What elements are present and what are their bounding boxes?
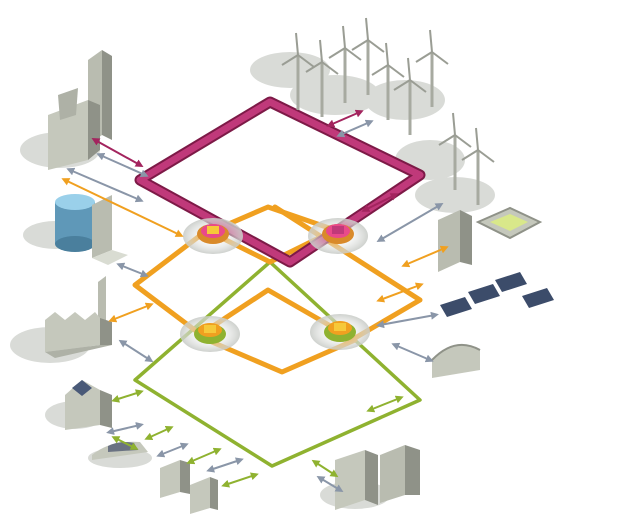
bidirectional-arrow-icon	[210, 460, 240, 470]
bidirectional-arrow-icon	[370, 398, 400, 410]
bidirectional-arrow-icon	[225, 475, 255, 485]
bidirectional-arrow-icon	[115, 392, 140, 400]
office-building-icon	[335, 445, 420, 510]
bidirectional-arrow-icon	[95, 140, 140, 165]
bidirectional-arrow-icon	[380, 205, 440, 240]
solar-panel-icon	[468, 284, 500, 304]
bidirectional-arrow-icon	[122, 342, 150, 360]
bidirectional-arrow-icon	[315, 462, 335, 475]
bidirectional-arrow-icon	[120, 265, 145, 275]
substation-lower-right	[310, 314, 370, 350]
bidirectional-arrow-icon	[340, 122, 370, 135]
bidirectional-arrow-icon	[112, 305, 150, 320]
substation-lower-left	[180, 316, 240, 352]
bidirectional-arrow-icon	[148, 428, 170, 438]
power-plant-icon	[48, 50, 112, 170]
stadium-icon	[478, 208, 540, 238]
factory-icon	[45, 276, 112, 358]
hangar-icon	[432, 345, 480, 378]
transmission-ring	[140, 102, 420, 262]
substation-upper-left	[183, 218, 243, 254]
bidirectional-arrow-icon	[395, 345, 430, 360]
substation-upper-right	[308, 218, 368, 254]
solar-panel-icon	[522, 288, 554, 308]
distribution-ring	[135, 207, 420, 338]
bidirectional-arrow-icon	[190, 450, 218, 462]
office-building-icon	[438, 210, 472, 272]
solar-panel-icon	[440, 297, 472, 317]
solar-panel-icon	[440, 272, 554, 317]
bidirectional-arrow-icon	[160, 445, 185, 455]
car-icon	[88, 442, 152, 468]
bidirectional-arrow-icon	[110, 425, 140, 432]
house-icon	[65, 380, 112, 430]
office-building-icon	[160, 460, 218, 514]
solar-panel-icon	[495, 272, 527, 292]
